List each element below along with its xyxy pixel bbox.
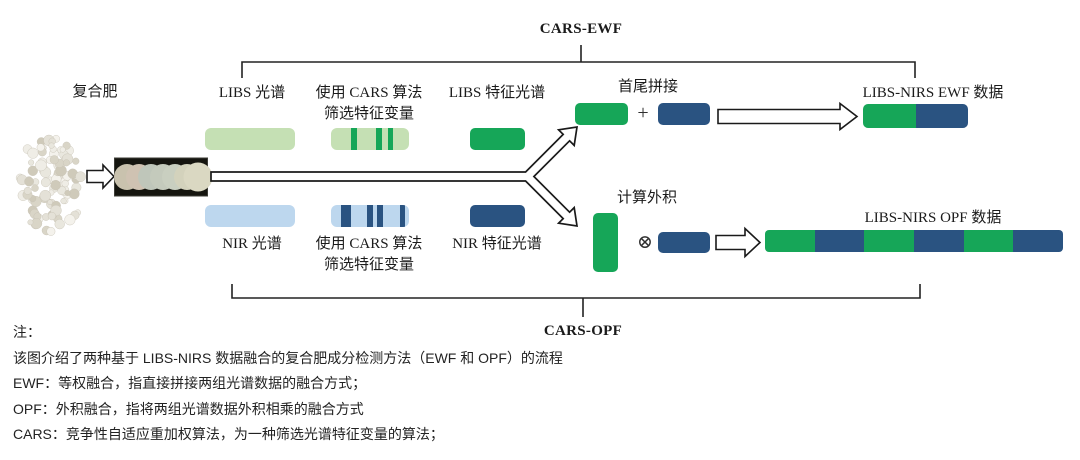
ewf-merge-arrow — [717, 101, 859, 132]
concat-label: 首尾拼接 — [617, 79, 678, 95]
libs-feature-block — [470, 128, 525, 150]
cars-ewf-brace — [241, 45, 916, 78]
sample-label: 复合肥 — [72, 84, 118, 100]
outer-product-label: 计算外积 — [616, 190, 677, 206]
nir-spectrum-block — [205, 205, 295, 227]
split-arrow — [210, 125, 579, 228]
libs-cars-label: 使用 CARS 算法 筛选特征变量 — [299, 83, 439, 125]
notes-line: CARS：竞争性自适应重加权算法，为一种筛选光谱特征变量的算法； — [13, 426, 444, 442]
nir-cars-filtered-block — [331, 205, 409, 227]
libs-spectrum-label: LIBS 光谱 — [218, 85, 286, 101]
nir-feature-label: NIR 特征光谱 — [452, 236, 542, 252]
cars-opf-brace — [231, 284, 921, 317]
opf-merge-arrow — [715, 226, 762, 259]
ewf-green-operand-block — [575, 103, 628, 125]
ewf-result-label: LIBS-NIRS EWF 数据 — [862, 85, 1004, 101]
notes-line: 该图介绍了两种基于 LIBS-NIRS 数据融合的复合肥成分检测方法（EWF 和… — [13, 349, 563, 366]
notes: 注： 该图介绍了两种基于 LIBS-NIRS 数据融合的复合肥成分检测方法（EW… — [13, 323, 563, 451]
notes-line: OPF：外积融合，指将两组光谱数据外积相乘的融合方式 — [13, 400, 364, 417]
libs-spectrum-block — [205, 128, 295, 150]
libs-cars-label-line1: 使用 CARS 算法 — [315, 85, 423, 101]
sample-to-strip-arrow — [86, 163, 116, 190]
opf-result-block — [765, 230, 1063, 252]
nir-spectrum-label: NIR 光谱 — [222, 236, 282, 252]
nir-cars-label: 使用 CARS 算法 筛选特征变量 — [299, 234, 439, 276]
plus-sign: + — [637, 102, 649, 124]
pellet-press-strip-photo — [114, 157, 213, 197]
opf-result-label: LIBS-NIRS OPF 数据 — [864, 210, 1002, 226]
nir-cars-label-line2: 筛选特征变量 — [323, 257, 414, 273]
notes-title: 注： — [13, 324, 41, 340]
otimes-sign: ⊗ — [637, 232, 653, 253]
libs-feature-label: LIBS 特征光谱 — [448, 85, 546, 101]
notes-line: EWF：等权融合，指直接拼接两组光谱数据的融合方式； — [13, 375, 367, 391]
libs-cars-filtered-block — [331, 128, 409, 150]
libs-cars-label-line2: 筛选特征变量 — [323, 106, 414, 122]
nir-cars-label-line1: 使用 CARS 算法 — [315, 236, 423, 252]
ewf-blue-operand-block — [658, 103, 710, 125]
fertilizer-pile-photo — [15, 134, 86, 236]
opf-vertical-green-block — [593, 213, 618, 272]
ewf-result-block — [863, 104, 968, 128]
cars-opf-label: CARS-OPF — [543, 323, 623, 339]
opf-blue-operand-block — [658, 232, 710, 253]
cars-ewf-label: CARS-EWF — [539, 21, 623, 37]
nir-feature-block — [470, 205, 525, 227]
